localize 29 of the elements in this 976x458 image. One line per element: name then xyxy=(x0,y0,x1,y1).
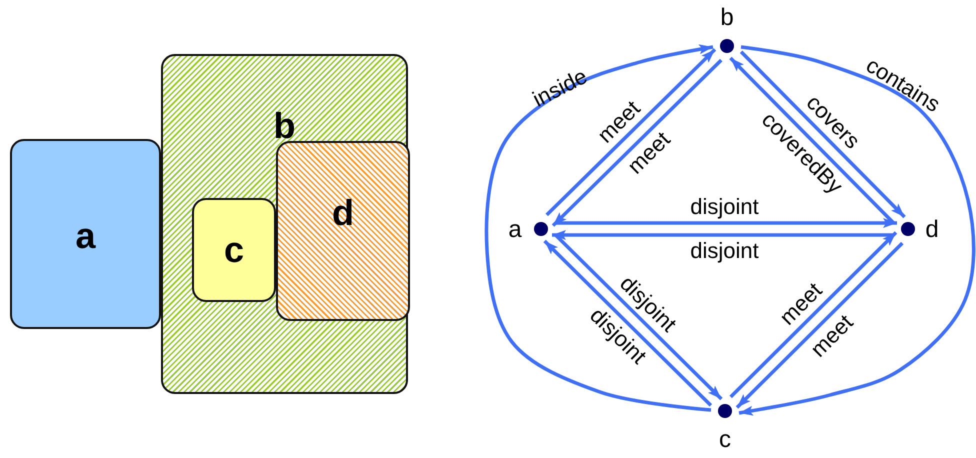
arrow xyxy=(736,242,904,409)
arrow xyxy=(552,58,722,227)
arrow xyxy=(546,48,716,216)
edge-label: disjoint xyxy=(690,239,759,263)
graph-node-dot xyxy=(718,404,732,418)
node-label: d xyxy=(925,217,939,243)
graph-node-dot xyxy=(901,222,915,236)
edge-label: disjoint xyxy=(690,195,759,219)
arrow xyxy=(555,218,897,228)
region-box xyxy=(192,198,276,302)
arrow xyxy=(729,56,896,224)
arrow xyxy=(738,45,976,416)
region-box xyxy=(276,141,410,321)
arrow xyxy=(740,50,906,218)
graph-node-dot xyxy=(534,222,548,236)
node-label: a xyxy=(508,217,522,243)
arrow xyxy=(729,231,898,398)
edge-label: inside xyxy=(528,64,592,112)
node-label: c xyxy=(719,427,731,453)
region-box xyxy=(10,139,161,329)
node-label: b xyxy=(720,5,734,31)
region-label: c xyxy=(222,230,246,270)
arrow xyxy=(554,233,723,400)
arrow xyxy=(543,240,712,407)
region-box xyxy=(161,54,408,394)
arrow xyxy=(484,44,714,412)
graph-node-dot xyxy=(720,39,734,53)
region-label: a xyxy=(74,216,97,256)
arrow xyxy=(552,230,894,240)
